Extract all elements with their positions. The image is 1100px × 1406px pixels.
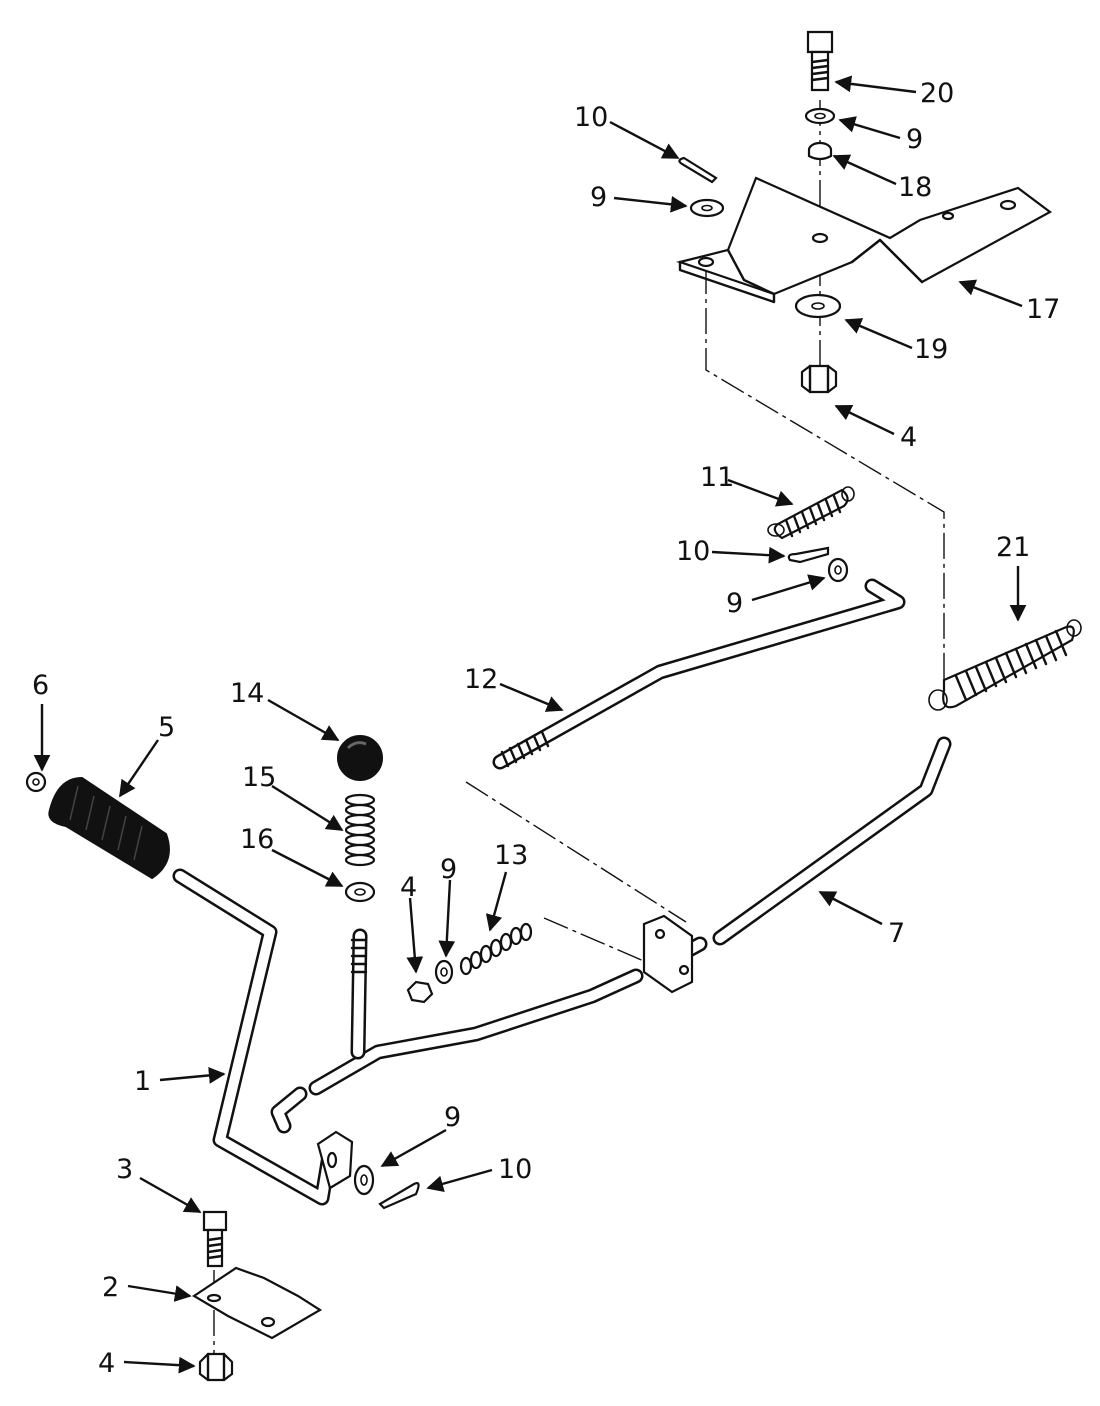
callout-9-bottom: 9 xyxy=(444,1102,461,1133)
callout-9-mid: 9 xyxy=(440,854,457,885)
washer-part-19 xyxy=(794,293,842,319)
callout-9-upper-right: 9 xyxy=(726,588,743,619)
callout-17: 17 xyxy=(1026,294,1060,325)
spring-part-13 xyxy=(459,922,533,976)
nut-part-4-top xyxy=(800,364,838,394)
callout-21: 21 xyxy=(996,532,1030,563)
bolt-part-3 xyxy=(202,1210,228,1268)
callout-11: 11 xyxy=(700,462,734,493)
callout-16: 16 xyxy=(240,824,274,855)
washer-part-9-bracket xyxy=(689,198,725,218)
callout-18: 18 xyxy=(898,172,932,203)
callout-4-mid: 4 xyxy=(400,872,417,903)
washer-part-16 xyxy=(344,881,376,903)
bracket-part-17 xyxy=(676,176,1053,304)
lockwasher-part-18 xyxy=(807,141,833,161)
callout-9-top: 9 xyxy=(906,124,923,155)
callout-12: 12 xyxy=(464,664,498,695)
callout-3: 3 xyxy=(116,1154,133,1185)
callout-6: 6 xyxy=(32,670,49,701)
nut-part-4-bottom xyxy=(198,1352,234,1382)
pedal-grip-part-5 xyxy=(48,776,170,880)
plate-part-2 xyxy=(191,1266,323,1340)
washer-part-9-upper-right xyxy=(827,557,849,583)
callout-10-bottom: 10 xyxy=(498,1154,532,1185)
nut-part-4-mid xyxy=(406,980,434,1004)
callout-arrows xyxy=(33,75,1027,1374)
cotter-pin-part-10-top xyxy=(678,156,718,184)
nut-part-6 xyxy=(25,771,47,793)
spring-part-11 xyxy=(767,486,855,540)
callout-4-bottom: 4 xyxy=(98,1348,115,1379)
callout-9-bracket: 9 xyxy=(590,182,607,213)
washer-part-9-mid xyxy=(434,959,454,985)
callout-labels: 20 9 10 9 18 17 19 4 11 10 9 21 12 7 6 5… xyxy=(32,78,1060,1379)
spring-part-15 xyxy=(344,793,376,867)
rod-bracket-plate xyxy=(642,914,694,994)
callout-15: 15 xyxy=(242,762,276,793)
callout-10-mid: 10 xyxy=(676,536,710,567)
callout-4-top: 4 xyxy=(900,422,917,453)
callout-2: 2 xyxy=(102,1272,119,1303)
bolt-part-20 xyxy=(806,30,834,92)
cotter-pin-part-10-mid xyxy=(787,546,830,564)
cotter-pin-part-10-bottom xyxy=(378,1182,420,1210)
callout-1: 1 xyxy=(134,1066,151,1097)
pedal-rod-part-1 xyxy=(172,868,354,1206)
callout-13: 13 xyxy=(494,840,528,871)
spring-part-21 xyxy=(928,619,1082,711)
callout-5: 5 xyxy=(158,712,175,743)
rod-part-12 xyxy=(492,578,906,770)
washer-part-9-bottom xyxy=(353,1164,375,1196)
linkage-rod xyxy=(270,928,644,1134)
washer-part-9-top xyxy=(804,107,836,125)
callout-10-top: 10 xyxy=(574,102,608,133)
callout-14: 14 xyxy=(230,678,264,709)
callout-19: 19 xyxy=(914,334,948,365)
callout-20: 20 xyxy=(920,78,954,109)
callout-7: 7 xyxy=(888,918,905,949)
